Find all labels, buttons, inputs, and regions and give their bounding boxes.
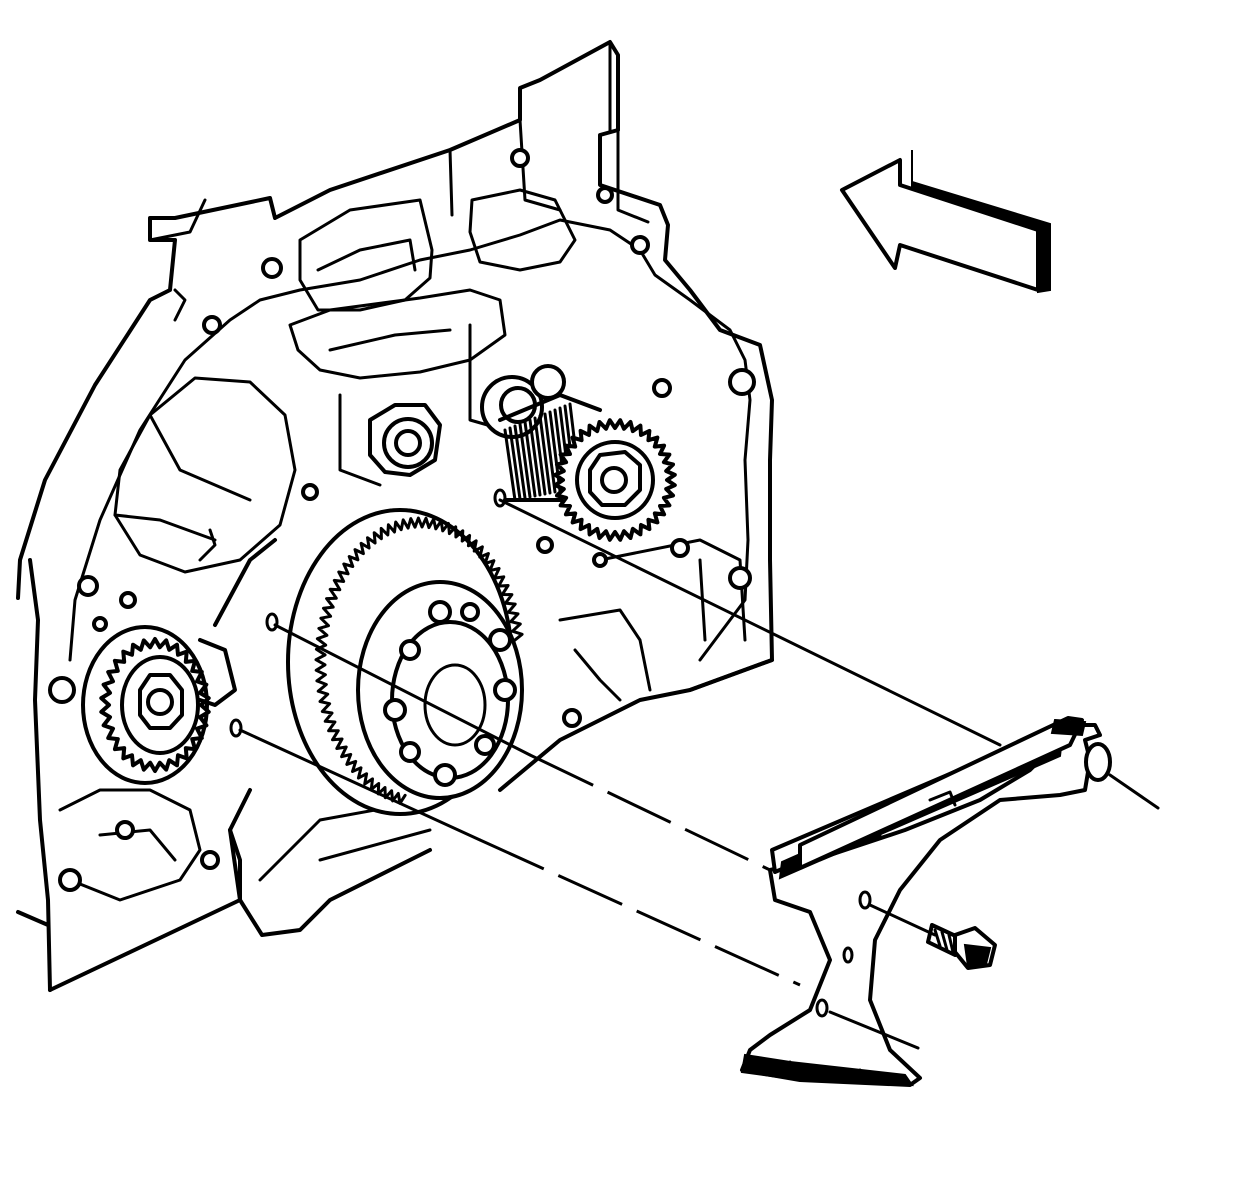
crank-hole [460,602,480,622]
bolt-hole [202,315,222,335]
crank-hole [488,628,512,652]
bolt-hole [115,820,135,840]
bolt-hole [728,368,756,396]
bolt-hole [630,235,650,255]
bolt-hole [536,536,554,554]
bolt-hole [58,868,82,892]
crank-hole [383,698,407,722]
crank-hole [399,639,421,661]
alignment-lines [229,488,1160,1050]
bolt-hole [510,148,530,168]
camshaft-sprocket [553,418,677,542]
crank-hole [428,600,452,624]
bolt-hole [652,378,672,398]
idler-bolt-left [368,403,442,477]
crank-hole [493,678,517,702]
crankshaft-sprocket [286,508,524,816]
timing-chain-guide [740,716,1112,1087]
bolt-hole [728,566,752,590]
crank-hole [474,734,496,756]
balance-shaft-sprocket [81,538,277,785]
bolt-hole [562,708,582,728]
idler-bolt-center [480,364,566,439]
bolt-hole [592,552,608,568]
bolt-hole [301,483,319,501]
bolt-hole [119,591,137,609]
block-bolt-holes [48,148,756,892]
crank-hole [433,763,457,787]
bolt-hole [77,575,99,597]
bolt-hole [261,257,283,279]
bolt-hole [200,850,220,870]
bolt-hole [670,538,690,558]
bolt-hole [596,186,614,204]
guide-bolt [926,923,997,970]
view-direction-arrow-icon [840,150,1051,294]
bolt-hole [48,676,76,704]
crank-hole [399,741,421,763]
bolt-hole [92,616,108,632]
engine-block-outline [16,40,774,992]
